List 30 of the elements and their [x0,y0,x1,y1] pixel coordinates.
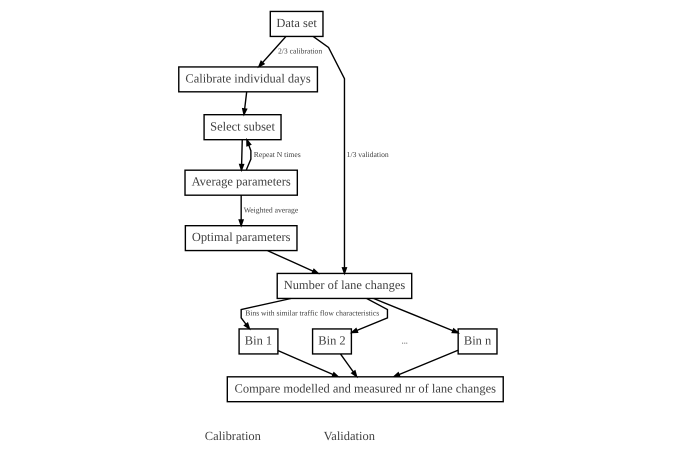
arrow [246,138,252,170]
arrow [350,298,388,334]
edge-label: 2/3 calibration [278,46,322,56]
arrow [312,36,348,276]
node-box: Optimal parameters [184,224,298,252]
node-box: Compare modelled and measured nr of lane changes [226,376,504,402]
edge-label: Weighted average [244,205,298,214]
arrow [257,36,286,68]
node-box: Number of lane changes [276,272,412,300]
node-box: Data set [270,10,324,38]
arrow [278,350,340,378]
arrow [238,195,244,228]
node-box: Average parameters [184,170,298,196]
label: Calibration [204,429,261,444]
edge-label: Repeat N times [254,150,301,159]
node-box: Bin 1 [238,328,279,355]
node-box: Bin n [457,328,498,355]
arrow [238,140,245,172]
arrow [240,298,292,330]
arrow [267,250,320,274]
arrow [373,298,460,334]
node-box: Select subset [203,114,282,140]
edge-label: Bins with similar traffic flow characteristics [245,308,380,318]
arrow [392,350,458,378]
edge-label: 1/3 validation [346,150,389,159]
label: Validation [324,429,375,444]
node-box: Bin 2 [312,328,352,355]
arrow [340,354,358,378]
arrow [242,92,248,116]
node-box: Calibrate individual days [178,66,318,93]
